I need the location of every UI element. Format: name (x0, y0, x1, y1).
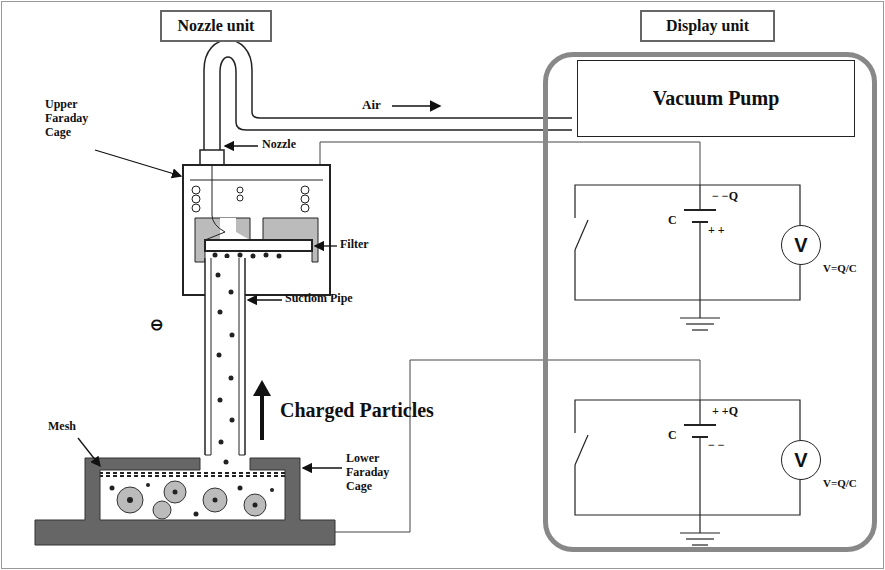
part-label: Suctiom Pipe (285, 292, 353, 306)
charge-sign: ⊖ (150, 316, 163, 334)
part-label: Lower Faraday Cage (346, 452, 401, 493)
unit-title-box: Nozzle unit (160, 10, 272, 42)
charge-label: + +Q (712, 405, 738, 419)
formula-label: V=Q/C (823, 477, 857, 490)
part-label: Filter (340, 238, 369, 252)
capacitor-circuit (575, 400, 800, 545)
node-text: Display unit (640, 10, 775, 42)
capacitor-circuit (575, 185, 800, 330)
flow-label: Air (362, 98, 381, 113)
voltmeter-circle: V (781, 440, 821, 480)
voltmeter-circle: V (781, 225, 821, 265)
node-text: Vacuum Pump (653, 87, 780, 110)
flow-arrow (260, 392, 264, 440)
suction-pipe (205, 258, 245, 465)
pump-box: Vacuum Pump (577, 60, 855, 137)
node-text: V (794, 234, 807, 257)
formula-label: V=Q/C (823, 262, 857, 275)
part-label: Mesh (48, 420, 76, 434)
capacitance-label: C (668, 214, 677, 228)
lower-faraday-cage (35, 458, 335, 545)
charge-label: − − (708, 439, 725, 453)
node-text: Nozzle unit (178, 17, 255, 35)
charge-label: − −Q (712, 190, 738, 204)
capacitance-label: C (668, 429, 677, 443)
air-arrow (392, 105, 440, 107)
part-label: Upper Faraday Cage (45, 98, 105, 139)
air-tube (200, 40, 572, 165)
signal-wire (320, 142, 700, 185)
node-text: V (794, 449, 807, 472)
part-label: Nozzle (262, 138, 296, 152)
flow-label: Charged Particles (280, 399, 434, 422)
charge-label: + + (708, 224, 725, 238)
signal-wire (335, 360, 700, 532)
flow-arrow-head (253, 380, 271, 396)
